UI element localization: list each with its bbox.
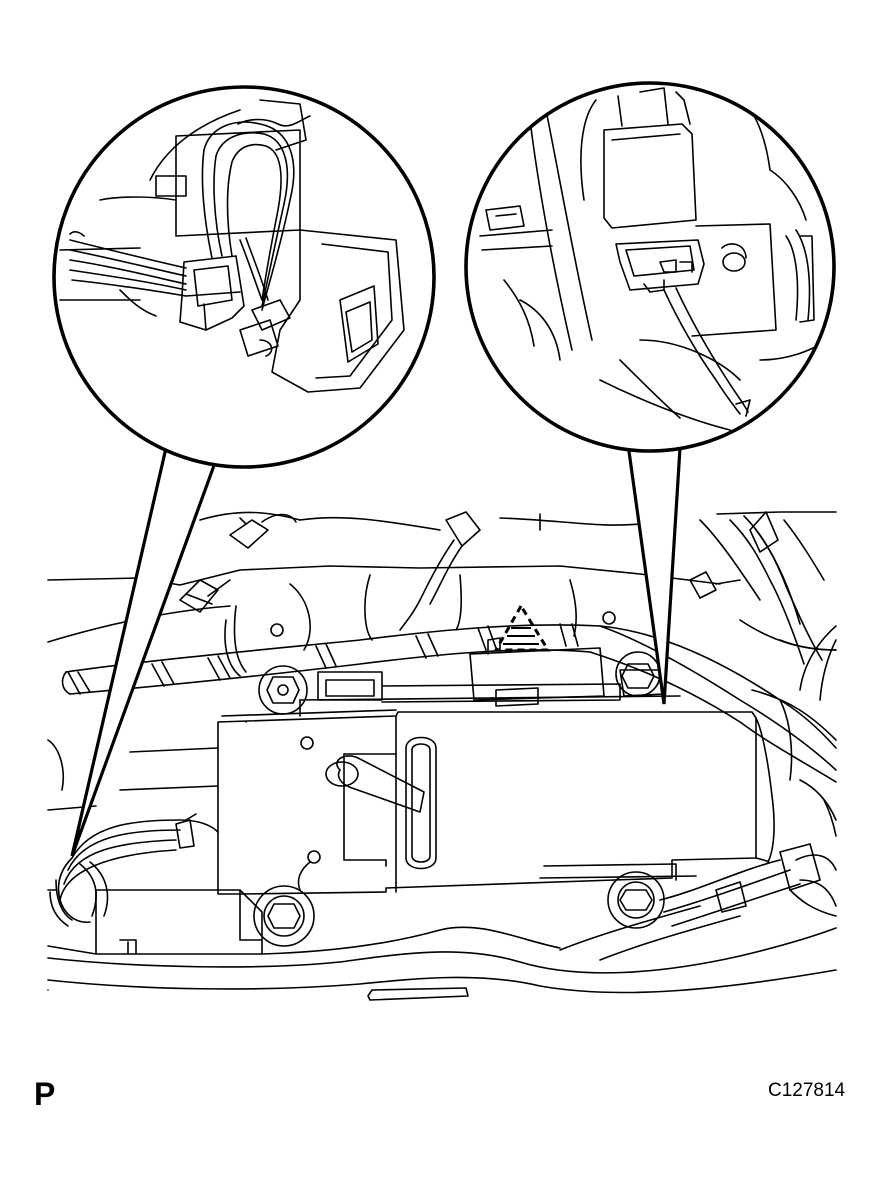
dashed-triangle-icon [493, 603, 551, 652]
bolt-bottom-right [607, 871, 665, 929]
bolt-bottom-left [253, 885, 315, 947]
figure-id: C127814 [768, 1080, 846, 1101]
right-detail-callout [464, 81, 836, 453]
bolt-center-right [615, 651, 661, 697]
triangle-inner-mark [503, 627, 539, 645]
callout-pointers [70, 442, 682, 857]
main-assembly [47, 511, 837, 1001]
left-detail-callout [52, 85, 436, 469]
bolt-left [258, 665, 308, 715]
page-marker: P [34, 1076, 56, 1112]
